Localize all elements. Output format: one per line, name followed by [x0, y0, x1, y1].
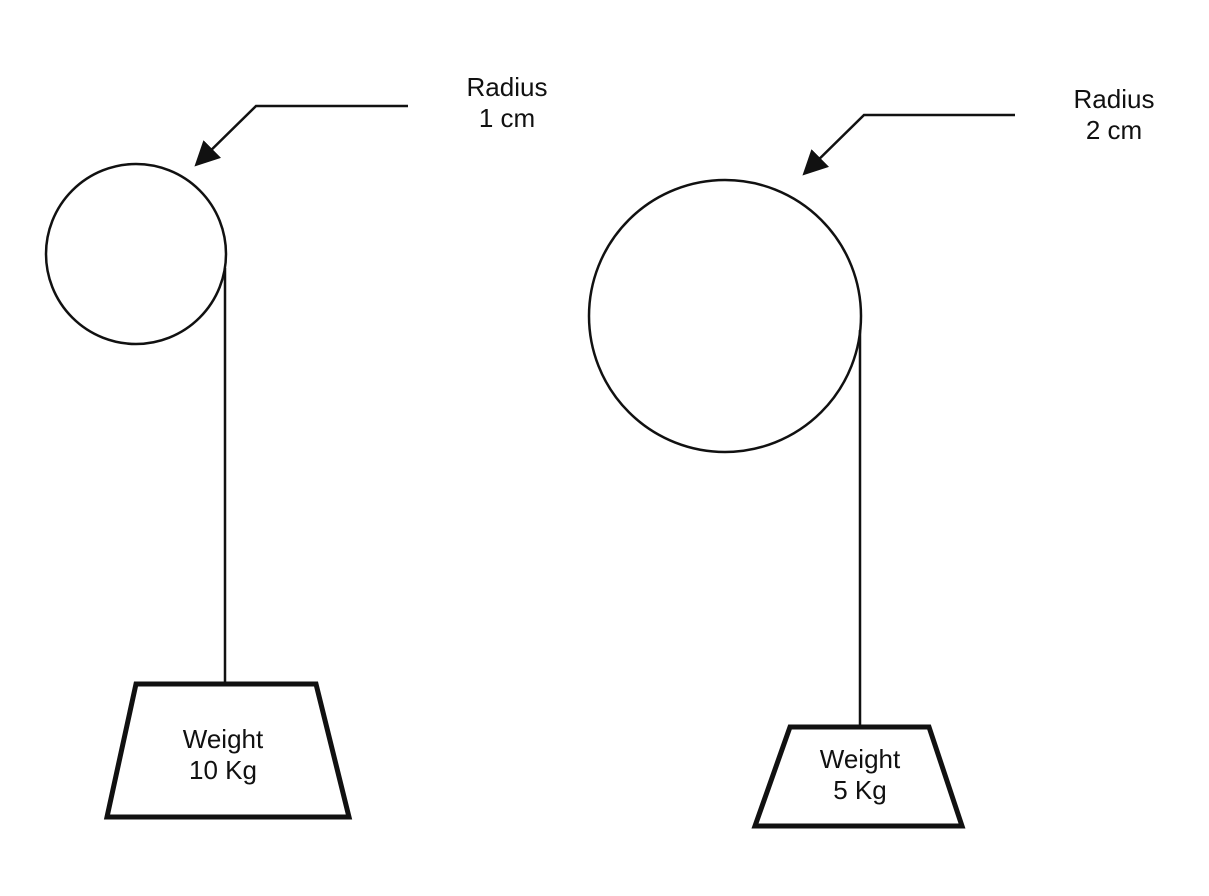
radius-label-right: Radius 2 cm [1054, 84, 1174, 146]
weight-label-right-title: Weight [819, 744, 901, 774]
weight-label-left-value: 10 Kg [189, 755, 257, 785]
weight-block-right [751, 724, 966, 829]
radius-pointer-arrow-right [802, 113, 1015, 176]
weight-label-left: Weight 10 Kg [163, 724, 283, 786]
radius-label-left-value: 1 cm [478, 103, 536, 133]
pulley-system-left [44, 104, 408, 820]
weight-block-left [103, 681, 353, 820]
pulley-wheel-left [44, 162, 228, 346]
radius-label-left: Radius 1 cm [447, 72, 567, 134]
pulley-system-right [587, 113, 1015, 829]
pulley-wheel-right [587, 178, 863, 454]
radius-label-left-title: Radius [466, 72, 548, 102]
weight-label-right: Weight 5 Kg [800, 744, 920, 806]
radius-pointer-arrow-left [194, 104, 408, 167]
weight-label-left-title: Weight [182, 724, 264, 754]
radius-label-right-value: 2 cm [1085, 115, 1143, 145]
radius-label-right-title: Radius [1073, 84, 1155, 114]
weight-label-right-value: 5 Kg [833, 775, 887, 805]
